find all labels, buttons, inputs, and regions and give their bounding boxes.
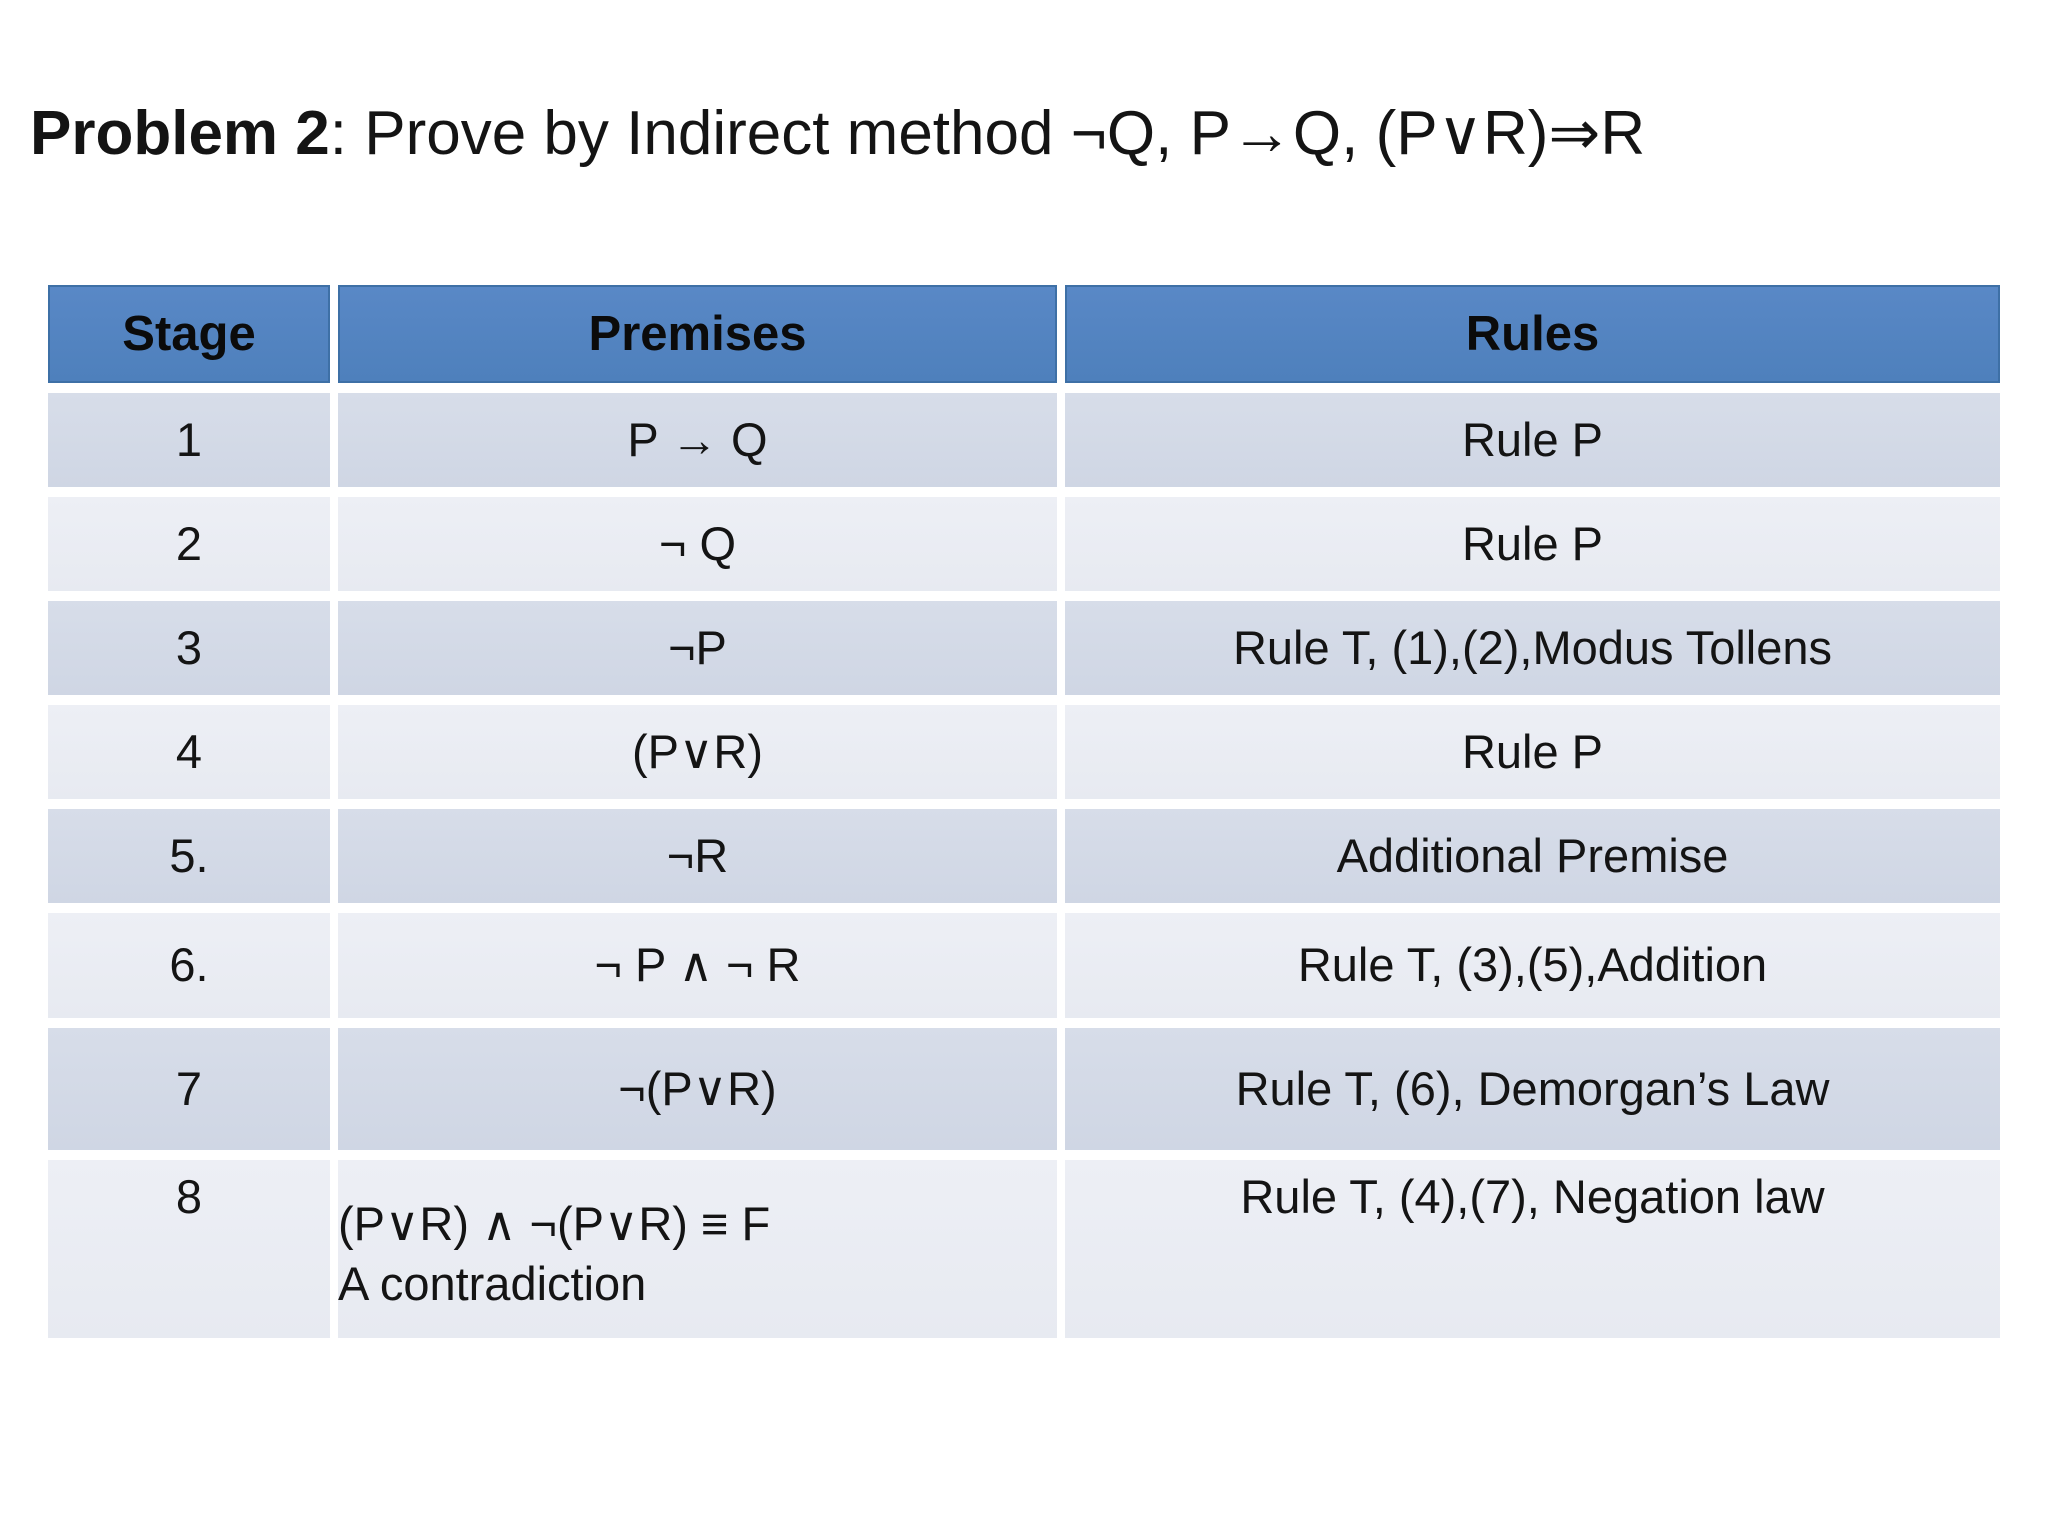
stage-cell: 4 <box>48 705 330 799</box>
rule-cell: Additional Premise <box>1065 809 2000 903</box>
stage-cell: 6. <box>48 913 330 1018</box>
stage-cell: 2 <box>48 497 330 591</box>
column-header-premises: Premises <box>338 285 1057 383</box>
premise-note: A contradiction <box>338 1257 647 1310</box>
premise-cell: ¬ Q <box>338 497 1057 591</box>
stage-cell: 7 <box>48 1028 330 1150</box>
page-title: Problem 2: Prove by Indirect method ¬Q, … <box>30 96 1645 169</box>
rule-cell: Rule T, (1),(2),Modus Tollens <box>1065 601 2000 695</box>
premise-cell: ¬R <box>338 809 1057 903</box>
premise-cell: (P∨R) <box>338 705 1057 799</box>
premise-cell: (P∨R) ∧ ¬(P∨R) ≡ F A contradiction <box>338 1160 1057 1338</box>
premise-cell: ¬(P∨R) <box>338 1028 1057 1150</box>
premise-cell: ¬P <box>338 601 1057 695</box>
rule-cell: Rule T, (4),(7), Negation law <box>1065 1160 2000 1338</box>
column-header-rules: Rules <box>1065 285 2000 383</box>
premise-cell: P → Q <box>338 393 1057 487</box>
premise-formula: (P∨R) ∧ ¬(P∨R) ≡ F <box>338 1196 771 1250</box>
column-header-stage: Stage <box>48 285 330 383</box>
rule-cell: Rule P <box>1065 497 2000 591</box>
stage-cell: 5. <box>48 809 330 903</box>
rule-cell: Rule P <box>1065 705 2000 799</box>
stage-cell: 1 <box>48 393 330 487</box>
title-problem-label: Problem 2 <box>30 99 330 168</box>
rule-cell: Rule T, (3),(5),Addition <box>1065 913 2000 1018</box>
stage-cell: 8 <box>48 1160 330 1338</box>
rule-cell: Rule T, (6), Demorgan’s Law <box>1065 1028 2000 1150</box>
proof-table: Stage Premises Rules 1 P → Q Rule P 2 ¬ … <box>48 285 2000 1338</box>
title-statement: : Prove by Indirect method ¬Q, P→Q, (P∨R… <box>329 99 1646 168</box>
premise-cell: ¬ P ∧ ¬ R <box>338 913 1057 1018</box>
stage-cell: 3 <box>48 601 330 695</box>
rule-cell: Rule P <box>1065 393 2000 487</box>
